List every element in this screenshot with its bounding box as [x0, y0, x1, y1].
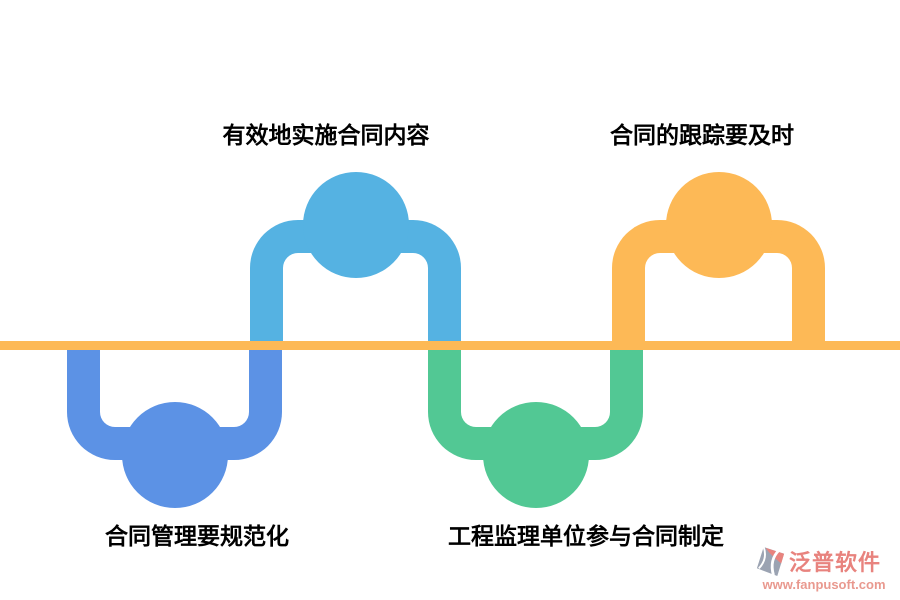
timeline-baseline-bar: [0, 341, 900, 350]
node-circle-bottom-left: [122, 402, 228, 508]
watermark: 泛普软件 www.fanpusoft.com: [754, 544, 894, 594]
watermark-row: 泛普软件: [754, 544, 894, 578]
node-label-bottom-left: 合同管理要规范化: [105, 523, 289, 549]
node-label-bottom-middle: 工程监理单位参与合同制定: [448, 523, 724, 549]
node-circle-top-left: [303, 172, 409, 278]
node-circle-top-right: [666, 172, 772, 278]
node-label-top-left: 有效地实施合同内容: [222, 122, 430, 148]
node-circle-bottom-middle: [483, 402, 589, 508]
watermark-url-text: www.fanpusoft.com: [762, 577, 886, 592]
fanpu-logo-icon: [756, 546, 785, 576]
node-label-top-right: 合同的跟踪要及时: [610, 122, 794, 148]
watermark-brand-text: 泛普软件: [789, 550, 882, 575]
